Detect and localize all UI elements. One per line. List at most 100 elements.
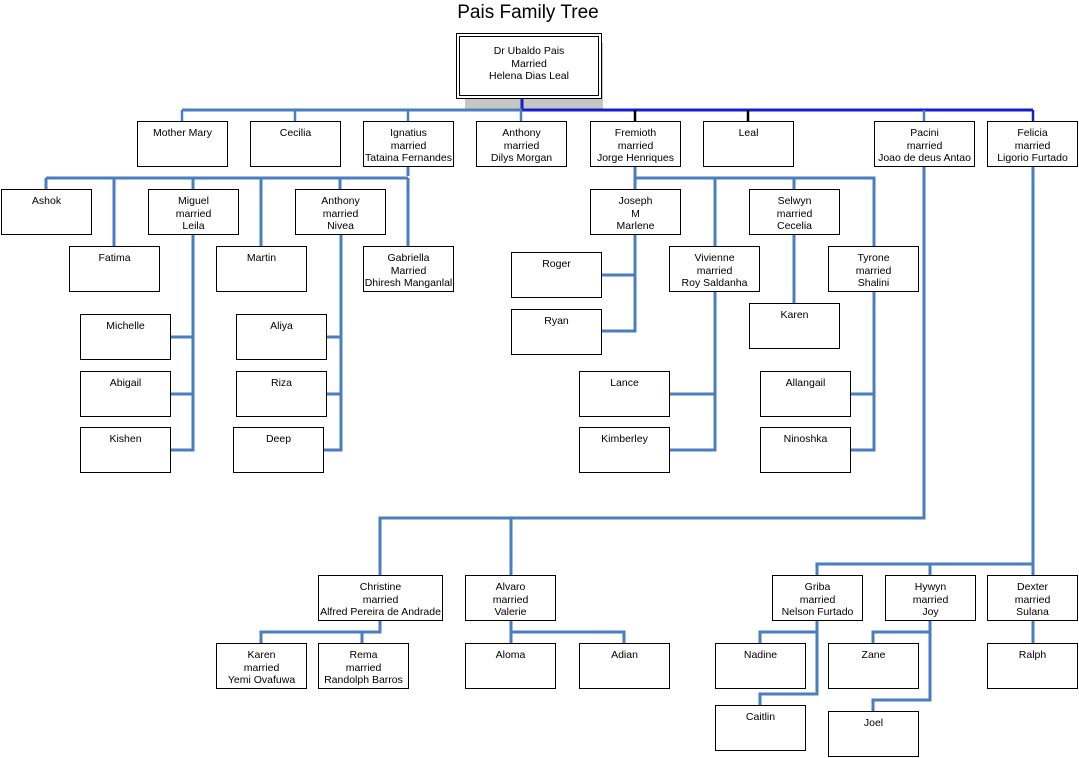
node-text: married [776, 207, 813, 220]
node-text: Fatima [98, 252, 131, 264]
node-ralph: Ralph [987, 643, 1078, 689]
node-text: married [362, 593, 399, 606]
node-michelle: Michelle [80, 314, 171, 360]
node-text: Felicia [1017, 127, 1048, 139]
node-text: married [696, 264, 733, 277]
node-text: Karen [780, 309, 809, 321]
node-text: Ashok [31, 195, 62, 207]
node-text: Ignatius [390, 127, 427, 139]
pacini-trunk [378, 167, 926, 575]
node-mother-mary: Mother Mary [137, 121, 228, 167]
node-text: Married [390, 264, 427, 277]
node-text: Joao de deus Antao [878, 152, 971, 164]
nivea-trunk [324, 235, 343, 452]
node-text: married [243, 661, 280, 674]
griba-trunk [758, 621, 819, 705]
node-text: Roy Saldanha [681, 277, 748, 289]
node-text: Jorge Henriques [596, 152, 675, 164]
node-kishen: Kishen [80, 427, 171, 473]
node-text: married [799, 593, 836, 606]
node-text: Caitlin [745, 711, 776, 723]
node-ninoshka: Ninoshka [760, 427, 851, 473]
node-text: married [1014, 593, 1051, 606]
node-text: married [175, 207, 212, 220]
node-text: married [1014, 139, 1051, 152]
node-text: Lance [610, 377, 639, 389]
node-text: Nadine [743, 649, 778, 661]
node-text: M [631, 207, 640, 220]
node-fatima: Fatima [69, 246, 160, 292]
node-text: Kishen [109, 433, 142, 445]
node-text: Alfred Pereira de Andrade [320, 606, 441, 618]
node-text: married [906, 139, 943, 152]
node-text: Marlene [616, 220, 655, 232]
node-text: married [390, 139, 427, 152]
node-text: Tyrone [857, 252, 890, 264]
node-caitlin: Caitlin [715, 705, 806, 751]
node-kimberley: Kimberley [579, 427, 670, 473]
node-joel: Joel [828, 711, 919, 757]
node-cecilia: Cecilia [250, 121, 341, 167]
node-text: Leal [738, 127, 759, 139]
node-text: Leila [182, 220, 205, 232]
node-text: Zane [861, 649, 886, 661]
felicia-trunk [815, 167, 1035, 575]
hywyn-trunk [871, 621, 932, 711]
node-text: Fremioth [614, 127, 657, 139]
node-text: married [912, 593, 949, 606]
hywyn-link [871, 630, 930, 643]
node-text: Nelson Furtado [781, 606, 854, 618]
node-aliya: Aliya [236, 314, 327, 360]
node-text: Ligorio Furtado [997, 152, 1068, 164]
node-text: Joseph [618, 195, 653, 207]
node-text: Anthony [321, 195, 360, 207]
node-allangail: Allangail [760, 371, 851, 417]
node-text: Sulana [1016, 606, 1049, 618]
node-aloma: Aloma [465, 643, 556, 689]
node-text: married [617, 139, 654, 152]
node-text: Dilys Morgan [490, 152, 553, 164]
node-ashok: Ashok [1, 189, 92, 235]
node-text: Pacini [910, 127, 939, 139]
node-lance: Lance [579, 371, 670, 417]
node-text: Aloma [495, 649, 526, 661]
node-karen-selwyn: Karen [749, 303, 840, 349]
node-text: Abigail [109, 377, 142, 389]
christine-bar [259, 621, 382, 643]
node-adian: Adian [579, 643, 670, 689]
node-text: Valerie [494, 606, 527, 618]
node-text: Miguel [178, 195, 209, 207]
node-text: Married [511, 57, 547, 70]
node-text: Cecilia [279, 127, 312, 139]
node-text: married [322, 207, 359, 220]
node-text: Michelle [106, 320, 145, 332]
node-text: Kimberley [601, 433, 648, 445]
node-text: married [855, 264, 892, 277]
node-text: Adian [611, 649, 638, 661]
node-text: married [492, 593, 529, 606]
node-text: Cecelia [776, 220, 813, 232]
node-ryan: Ryan [511, 309, 602, 355]
node-text: Shalini [857, 277, 890, 289]
node-text: Allangail [785, 377, 826, 389]
node-riza: Riza [236, 371, 327, 417]
node-text: Deep [265, 433, 292, 445]
node-zane: Zane [828, 643, 919, 689]
node-text: Ninoshka [783, 433, 828, 445]
node-text: Gabriella [387, 252, 430, 264]
node-text: Dexter [1017, 581, 1048, 593]
node-text: married [503, 139, 540, 152]
